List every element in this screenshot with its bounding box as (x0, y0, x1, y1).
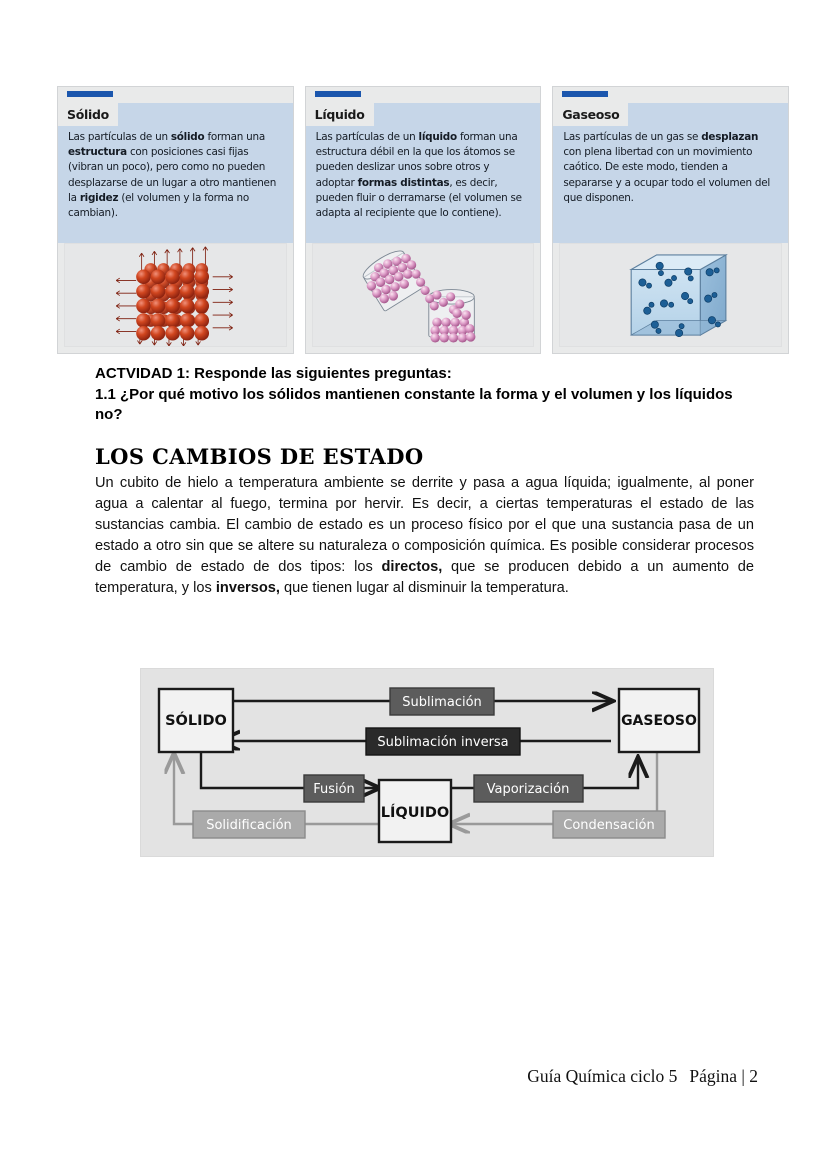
footer-doc-title: Guía Química ciclo 5 (527, 1066, 678, 1086)
panel-top-strip (553, 87, 789, 103)
blue-accent-bar-icon (314, 91, 361, 97)
diagram-label-text: Fusión (313, 782, 355, 797)
panel-description-solido: Las partículas de un sólido forman una e… (58, 126, 293, 243)
panel-title-gaseoso: Gaseoso (553, 103, 629, 126)
panel-header-band: Gaseoso (553, 103, 789, 126)
activity-line-2: 1.1 ¿Por qué motivo los sólidos mantiene… (95, 385, 733, 424)
state-panel-gaseoso: Gaseoso Las partículas de un gas se desp… (552, 86, 790, 354)
panel-header-band: Líquido (305, 103, 541, 126)
diagram-label-sublimacion-inversa: Sublimación inversa (365, 727, 521, 756)
gas-cube-icon (559, 243, 783, 347)
diagram-node-solido: SÓLIDO (157, 687, 235, 754)
panel-description-liquido: Las partículas de un líquido forman una … (305, 126, 541, 243)
panel-title-liquido: Líquido (305, 103, 374, 126)
diagram-label-text: Solidificación (206, 818, 292, 833)
state-change-diagram: SÓLIDO GASEOSO LÍQUIDO Sublimación Subli… (140, 668, 714, 857)
diagram-label-condensacion: Condensación (552, 810, 666, 839)
diagram-label-fusion: Fusión (303, 774, 365, 803)
diagram-node-gaseoso: GASEOSO (617, 687, 701, 754)
panel-title-solido: Sólido (58, 103, 118, 126)
diagram-label-text: Sublimación (402, 695, 482, 710)
section-body-paragraph: Un cubito de hielo a temperatura ambient… (95, 475, 754, 596)
liquid-pouring-icon (311, 243, 535, 347)
panel-description-gaseoso: Las partículas de un gas se desplazan co… (553, 126, 789, 243)
footer-page-number: Página | 2 (689, 1066, 758, 1086)
states-panel-row: Sólido Las partículas de un sólido forma… (57, 86, 790, 354)
solid-lattice-icon (64, 243, 287, 347)
activity-line-1: ACTVIDAD 1: Responde las siguientes preg… (95, 365, 452, 382)
activity-block: ACTVIDAD 1: Responde las siguientes preg… (95, 364, 755, 426)
diagram-label-sublimacion: Sublimación (389, 687, 495, 716)
diagram-node-label: LÍQUIDO (381, 804, 450, 821)
diagram-node-label: GASEOSO (621, 713, 697, 729)
diagram-label-text: Vaporización (487, 782, 570, 797)
state-panel-solido: Sólido Las partículas de un sólido forma… (57, 86, 294, 354)
diagram-label-solidificacion: Solidificación (192, 810, 306, 839)
blue-accent-bar-icon (67, 91, 113, 97)
blue-accent-bar-icon (562, 91, 609, 97)
page-title: LOS CAMBIOS DE ESTADO (95, 444, 424, 469)
diagram-node-label: SÓLIDO (165, 711, 227, 729)
diagram-label-vaporizacion: Vaporización (473, 774, 584, 803)
state-panel-liquido: Líquido Las partículas de un líquido for… (304, 86, 542, 354)
arrow-solidificacion (174, 755, 403, 826)
diagram-label-text: Condensación (563, 818, 654, 833)
panel-top-strip (58, 87, 293, 103)
page-footer: Guía Química ciclo 5 Página | 2 (0, 1066, 758, 1087)
diagram-label-text: Sublimación inversa (377, 735, 508, 750)
diagram-node-liquido: LÍQUIDO (377, 778, 453, 844)
panel-header-band: Sólido (58, 103, 293, 126)
panel-top-strip (305, 87, 541, 103)
